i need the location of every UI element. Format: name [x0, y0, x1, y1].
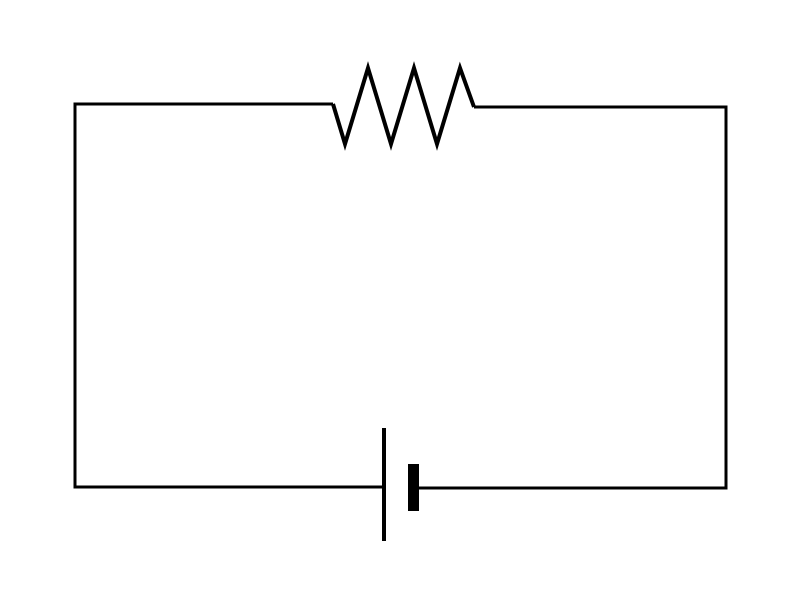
wire-right [414, 105, 728, 490]
battery-icon [382, 428, 419, 541]
wire-left [73, 102, 384, 489]
resistor-icon [331, 61, 476, 151]
circuit [73, 61, 728, 541]
battery-negative-plate [408, 464, 419, 511]
